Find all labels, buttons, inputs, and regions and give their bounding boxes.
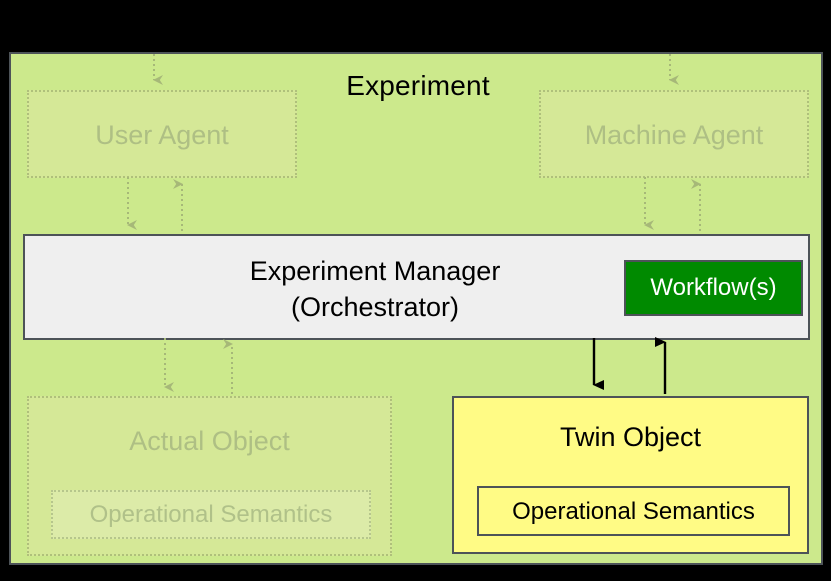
actual-object-box[interactable]: Actual Object Operational Semantics	[27, 396, 392, 556]
actual-object-operational-semantics-box[interactable]: Operational Semantics	[51, 490, 371, 539]
twin-object-box[interactable]: Twin Object Operational Semantics	[452, 396, 809, 554]
experiment-manager-line1: Experiment Manager	[249, 256, 501, 286]
experiment-manager-title: Experiment Manager (Orchestrator)	[145, 253, 605, 325]
twin-object-label: Twin Object	[559, 422, 702, 452]
page-title: Experiment	[346, 70, 490, 101]
machine-agent-box[interactable]: Machine Agent	[539, 90, 809, 178]
twin-object-operational-semantics-label: Operational Semantics	[512, 498, 755, 525]
user-agent-label: User Agent	[95, 120, 229, 150]
machine-agent-label: Machine Agent	[584, 120, 764, 150]
workflows-label: Workflow(s)	[650, 274, 777, 301]
actual-object-operational-semantics-label: Operational Semantics	[89, 501, 333, 528]
actual-object-label: Actual Object	[129, 426, 290, 456]
user-agent-box[interactable]: User Agent	[27, 90, 297, 178]
experiment-manager-line2: (Orchestrator)	[290, 292, 460, 322]
experiment-manager-box[interactable]: Experiment Manager (Orchestrator) Workfl…	[23, 234, 810, 340]
workflows-box[interactable]: Workflow(s)	[624, 260, 803, 316]
experiment-panel: Experiment User Agent Machine Agent Expe…	[9, 52, 823, 565]
twin-object-operational-semantics-box[interactable]: Operational Semantics	[477, 486, 790, 536]
